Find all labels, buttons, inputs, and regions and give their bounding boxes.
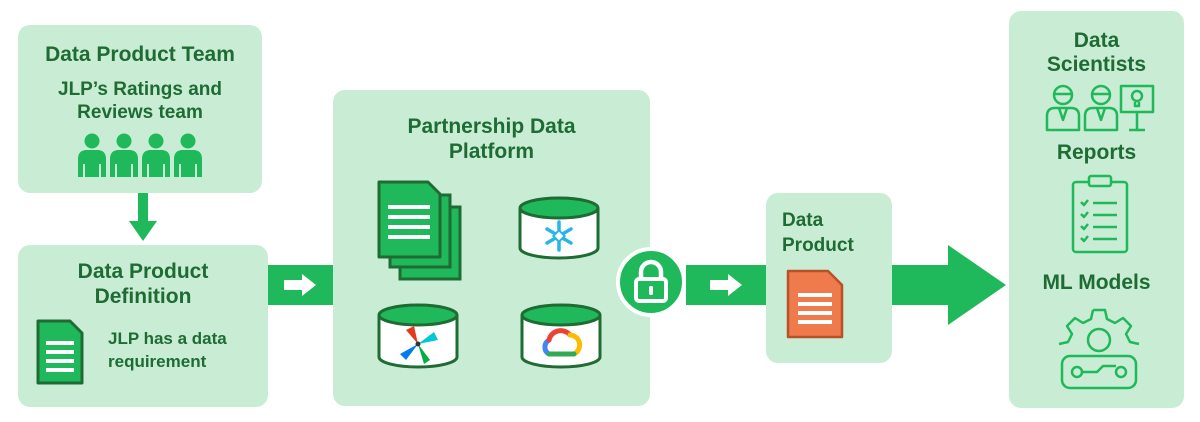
data-product-definition-box: Data Product Definition JLP has a data r… bbox=[18, 245, 268, 407]
reports-title: Reports bbox=[1056, 141, 1137, 164]
product-title-line2: Product bbox=[782, 235, 854, 256]
google-cloud-icon bbox=[542, 328, 583, 357]
product-title-line1: Data bbox=[782, 210, 824, 231]
platform-title-line2: Platform bbox=[448, 140, 535, 163]
data-product-box: Data Product bbox=[766, 193, 892, 363]
team-subtitle-line1: JLP’s Ratings and bbox=[58, 79, 222, 100]
orange-document-icon bbox=[786, 269, 844, 339]
down-arrow bbox=[129, 193, 157, 241]
airflow-database-icon bbox=[377, 303, 459, 369]
right-arrow bbox=[686, 265, 766, 305]
scientists-title-line1: Data bbox=[1073, 29, 1120, 52]
clipboard-report-icon bbox=[1071, 174, 1129, 254]
definition-text-line2: requirement bbox=[108, 352, 207, 371]
consumers-box: Data Scientists Reports ML Models bbox=[1009, 11, 1184, 408]
big-right-arrow bbox=[892, 245, 1006, 325]
person-icon bbox=[174, 133, 202, 177]
document-icon bbox=[36, 319, 84, 385]
people-group-icon bbox=[78, 133, 202, 177]
scientists-title-line2: Scientists bbox=[1046, 53, 1147, 76]
document-stack-icon bbox=[377, 180, 462, 281]
google-cloud-database-icon bbox=[520, 303, 602, 369]
ml-models-title: ML Models bbox=[1042, 271, 1151, 294]
data-product-team-box: Data Product Team JLP’s Ratings and Revi… bbox=[18, 25, 262, 193]
partnership-data-platform-box: Partnership Data Platform bbox=[333, 90, 650, 406]
right-arrow bbox=[268, 265, 334, 305]
team-subtitle-line2: Reviews team bbox=[77, 102, 203, 123]
definition-title-line2: Definition bbox=[94, 285, 192, 308]
platform-title-line1: Partnership Data bbox=[407, 115, 576, 138]
snowflake-database-icon bbox=[518, 196, 600, 260]
lock-icon bbox=[616, 247, 686, 317]
definition-title-line1: Data Product bbox=[77, 260, 209, 283]
definition-text-line1: JLP has a data bbox=[108, 329, 227, 348]
person-icon bbox=[142, 133, 170, 177]
airflow-pinwheel-icon bbox=[400, 326, 438, 364]
gear-circuit-icon bbox=[1058, 308, 1140, 390]
data-scientists-icon bbox=[1045, 84, 1155, 132]
person-icon bbox=[78, 133, 106, 177]
team-title: Data Product Team bbox=[45, 43, 235, 66]
person-icon bbox=[110, 133, 138, 177]
